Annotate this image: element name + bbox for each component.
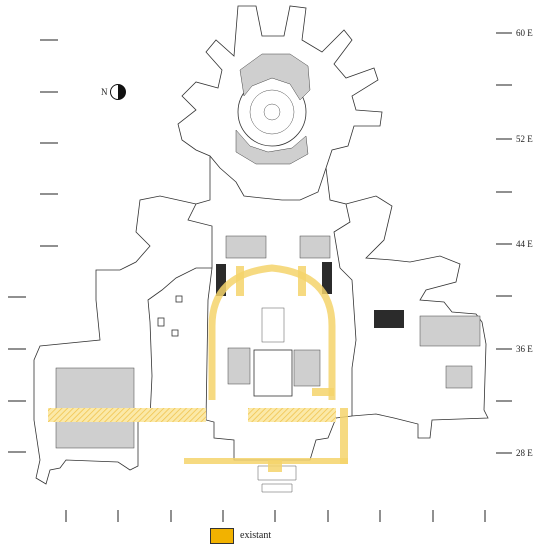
grid-label-28e: 28 E	[516, 448, 533, 458]
legend-label: existant	[240, 530, 272, 541]
bottom-grid-ticks	[65, 510, 486, 522]
building-outline	[33, 5, 489, 493]
legend-swatch	[210, 528, 234, 544]
grid-label-52e: 52 E	[516, 134, 533, 144]
existant-highlight	[48, 264, 348, 472]
east-grid-labels: 60 E 52 E 44 E 36 E 28 E	[516, 28, 533, 458]
legend: existant	[210, 528, 271, 544]
north-arrow: N	[101, 84, 126, 100]
compass-icon	[109, 84, 126, 100]
grid-label-36e: 36 E	[516, 344, 533, 354]
north-letter: N	[101, 87, 108, 97]
masonry-details	[55, 53, 481, 449]
left-grid-ticks	[8, 39, 58, 453]
grid-label-44e: 44 E	[516, 239, 533, 249]
right-grid-ticks	[496, 32, 512, 454]
grid-label-60e: 60 E	[516, 28, 533, 38]
